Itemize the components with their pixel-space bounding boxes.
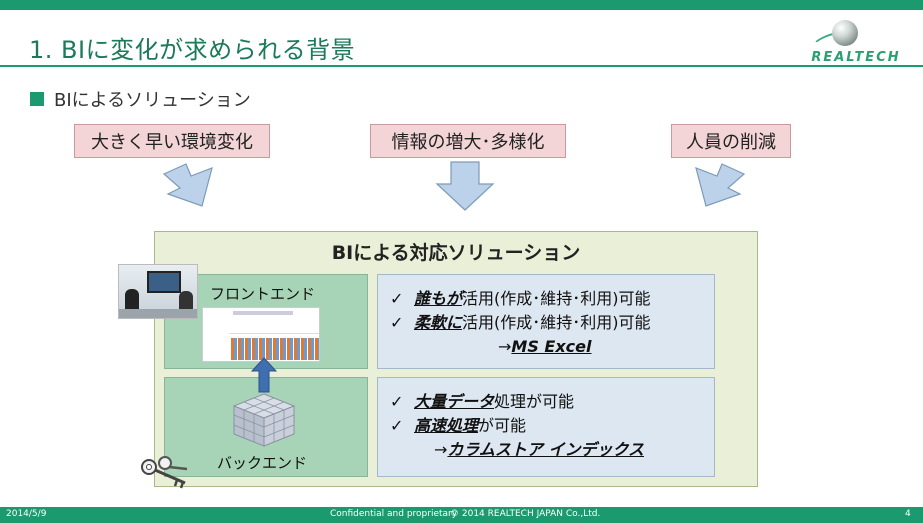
check-icon: ✓	[390, 392, 404, 411]
logo-text: REALTECH	[811, 50, 901, 65]
frontend-benefit-1: ✓誰もが活用(作成･維持･利用)可能	[390, 287, 714, 311]
right-arrow-icon: →	[434, 440, 448, 459]
meeting-photo	[118, 264, 198, 319]
footer-date: 2014/5/9	[6, 509, 47, 519]
up-arrow-icon	[251, 357, 277, 393]
top-bar	[0, 0, 923, 10]
down-arrow-icon	[435, 161, 495, 211]
driver-box-1: 大きく早い環境変化	[74, 124, 270, 158]
driver-box-3: 人員の削減	[671, 124, 791, 158]
down-left-arrow-icon	[695, 163, 746, 207]
footer-copyright: © 2014 REALTECH JAPAN Co.,Ltd.	[450, 509, 601, 519]
solution-title: BIによる対応ソリューション	[331, 242, 581, 264]
check-icon: ✓	[390, 416, 404, 435]
excel-report-thumbnail	[202, 307, 320, 362]
subheading-text: BIによるソリューション	[54, 90, 251, 111]
backend-result: →カラムストア インデックス	[434, 440, 645, 459]
frontend-benefit-2: ✓柔軟に活用(作成･維持･利用)可能	[390, 311, 714, 335]
frontend-benefits: ✓誰もが活用(作成･維持･利用)可能 ✓柔軟に活用(作成･維持･利用)可能 →M…	[377, 274, 715, 369]
backend-benefit-2: ✓高速処理が可能	[390, 414, 714, 438]
frontend-label: フロントエンド	[210, 285, 316, 303]
page-number: 4	[905, 509, 911, 519]
square-bullet-icon	[30, 92, 44, 106]
subheading: BIによるソリューション	[30, 86, 251, 112]
backend-label: バックエンド	[217, 454, 308, 472]
logo-sphere-icon	[832, 20, 858, 46]
right-arrow-icon: →	[498, 337, 512, 356]
backend-benefit-1: ✓大量データ処理が可能	[390, 390, 714, 414]
backend-benefits: ✓大量データ処理が可能 ✓高速処理が可能 →カラムストア インデックス	[377, 377, 715, 477]
slide-title: 1. BIに変化が求められる背景	[29, 36, 356, 64]
footer-confidential: Confidential and proprietary	[330, 509, 458, 519]
data-cube-icon	[232, 393, 296, 447]
driver-box-2: 情報の増大･多様化	[370, 124, 566, 158]
frontend-result: →MS Excel	[498, 337, 592, 356]
check-icon: ✓	[390, 289, 404, 308]
check-icon: ✓	[390, 313, 404, 332]
title-rule	[0, 65, 923, 67]
footer-bar: 2014/5/9 Confidential and proprietary © …	[0, 507, 923, 523]
keys-icon	[141, 456, 188, 489]
down-right-arrow-icon	[162, 163, 213, 207]
company-logo: REALTECH	[800, 18, 912, 68]
